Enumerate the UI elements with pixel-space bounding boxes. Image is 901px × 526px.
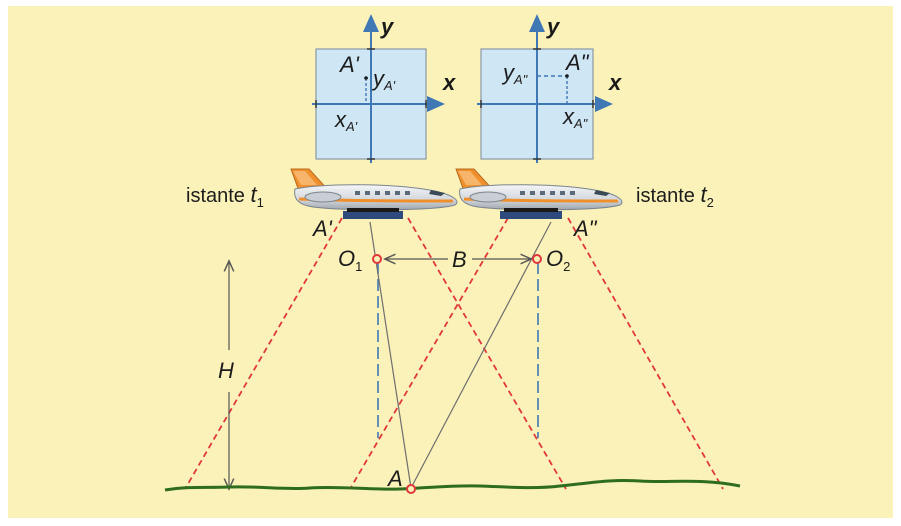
ground-point-a: [406, 484, 416, 494]
left-instant-label: istante t1: [186, 182, 264, 210]
photo-left-axis-y-label: y: [380, 14, 395, 39]
ray-a-to-right-image: [410, 221, 552, 489]
photo-left-point-label: A': [338, 52, 360, 77]
right-image-point-label: A": [572, 216, 598, 241]
photo-left: x y A' yA' xA': [312, 14, 456, 163]
baseline-label: B: [452, 247, 467, 272]
left-image-point-label: A': [311, 216, 333, 241]
ray-a-to-left-image: [369, 221, 412, 489]
airplane-icon: [290, 168, 458, 219]
photo-right-y-coord: yA": [501, 60, 529, 87]
left-fov-edge-outer: [184, 217, 343, 490]
ground-point-label: A: [386, 466, 403, 491]
photo-left-point: [364, 76, 368, 80]
projection-rays: [184, 217, 724, 490]
o1-label: O1: [338, 246, 362, 274]
photo-right-x-coord: xA": [562, 104, 589, 131]
photo-right-point: [565, 74, 569, 78]
photo-right-axis-y-label: y: [546, 14, 561, 39]
right-fov-edge-inner: [349, 217, 509, 490]
projection-center-o2: [532, 254, 542, 264]
photo-left-x-coord: xA': [334, 107, 358, 134]
photo-right-point-label: A": [564, 50, 590, 75]
airplane-icon: [455, 168, 623, 219]
photo-left-y-coord: yA': [371, 66, 396, 93]
o2-label: O2: [546, 246, 570, 274]
background-panel: [8, 6, 893, 518]
photo-right-axis-x-label: x: [608, 70, 622, 95]
left-fov-edge-inner: [407, 217, 567, 490]
right-fov-edge-outer: [567, 217, 724, 490]
photo-left-axis-x-label: x: [442, 70, 456, 95]
projection-center-o1: [372, 254, 382, 264]
right-instant-label: istante t2: [636, 182, 714, 210]
photo-right: x y A" yA" xA": [477, 14, 622, 163]
height-label: H: [218, 358, 234, 383]
ground-line: [164, 478, 741, 492]
